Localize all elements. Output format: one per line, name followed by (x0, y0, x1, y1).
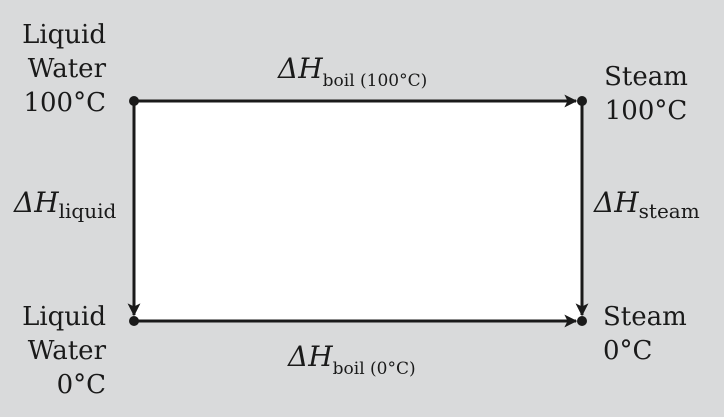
node-dot-bottom-right (577, 316, 587, 326)
node-label-bottom-left: Liquid Water 0°C (22, 300, 106, 402)
delta-h-symbol: ΔH (594, 186, 639, 219)
node-line: Steam (604, 62, 688, 92)
node-line: 100°C (23, 88, 106, 118)
node-label-top-left: Liquid Water 100°C (22, 18, 106, 120)
white-box (134, 101, 582, 321)
node-dot-top-left (129, 96, 139, 106)
node-line: Water (27, 336, 106, 366)
edge-label-left: ΔHliquid (14, 186, 116, 228)
delta-h-symbol: ΔH (278, 52, 323, 85)
edge-subscript: steam (638, 199, 700, 223)
node-line: Liquid (22, 20, 106, 50)
node-label-bottom-right: Steam 0°C (603, 300, 687, 368)
edge-label-bottom: ΔHboil (0°C) (288, 340, 416, 386)
edge-subscript: boil (100°C) (322, 71, 428, 91)
edge-label-right: ΔHsteam (594, 186, 700, 228)
node-line: Water (27, 54, 106, 84)
node-line: 0°C (56, 370, 106, 400)
node-dot-top-right (577, 96, 587, 106)
edge-subscript: boil (0°C) (332, 359, 416, 379)
node-label-top-right: Steam 100°C (598, 60, 694, 128)
node-line: 100°C (604, 96, 688, 126)
delta-h-symbol: ΔH (288, 340, 333, 373)
node-line: Steam (603, 302, 687, 332)
node-line: 0°C (603, 336, 653, 366)
edge-subscript: liquid (58, 199, 117, 223)
node-dot-bottom-left (129, 316, 139, 326)
edge-label-top: ΔHboil (100°C) (278, 52, 427, 98)
node-line: Liquid (22, 302, 106, 332)
delta-h-symbol: ΔH (14, 186, 59, 219)
